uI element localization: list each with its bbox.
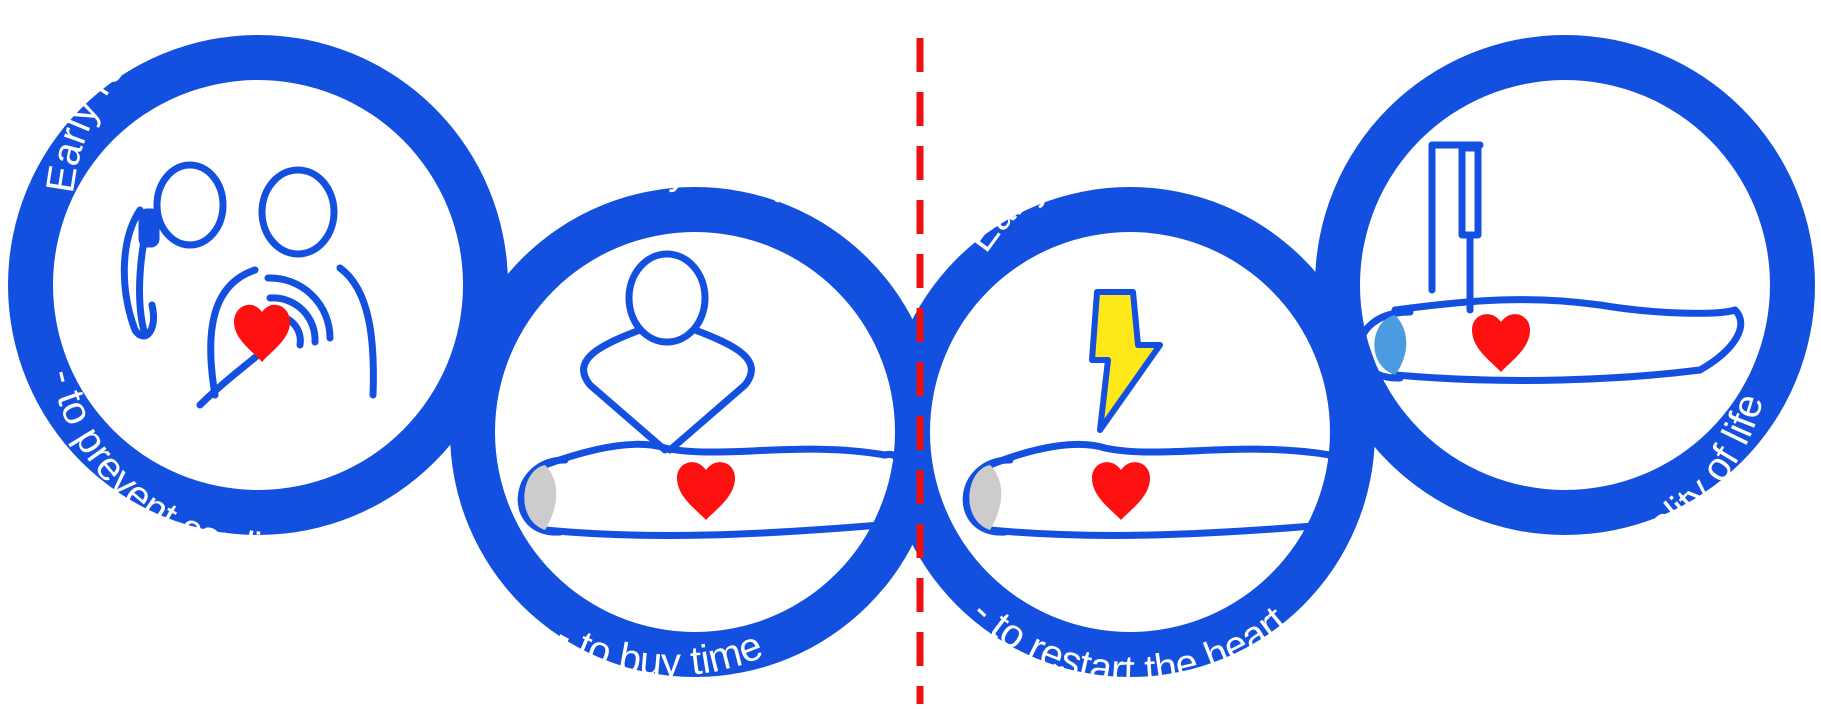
rescuer-with-phone-and-patient-icon	[120, 161, 377, 409]
iv-drip-patient-icon	[1356, 141, 1745, 384]
heart-icon	[234, 304, 290, 362]
cpr-compression-icon	[517, 250, 906, 539]
patient-head-icon	[524, 465, 557, 530]
heart-icon	[677, 462, 735, 520]
defibrillation-shock-icon	[962, 289, 1351, 539]
